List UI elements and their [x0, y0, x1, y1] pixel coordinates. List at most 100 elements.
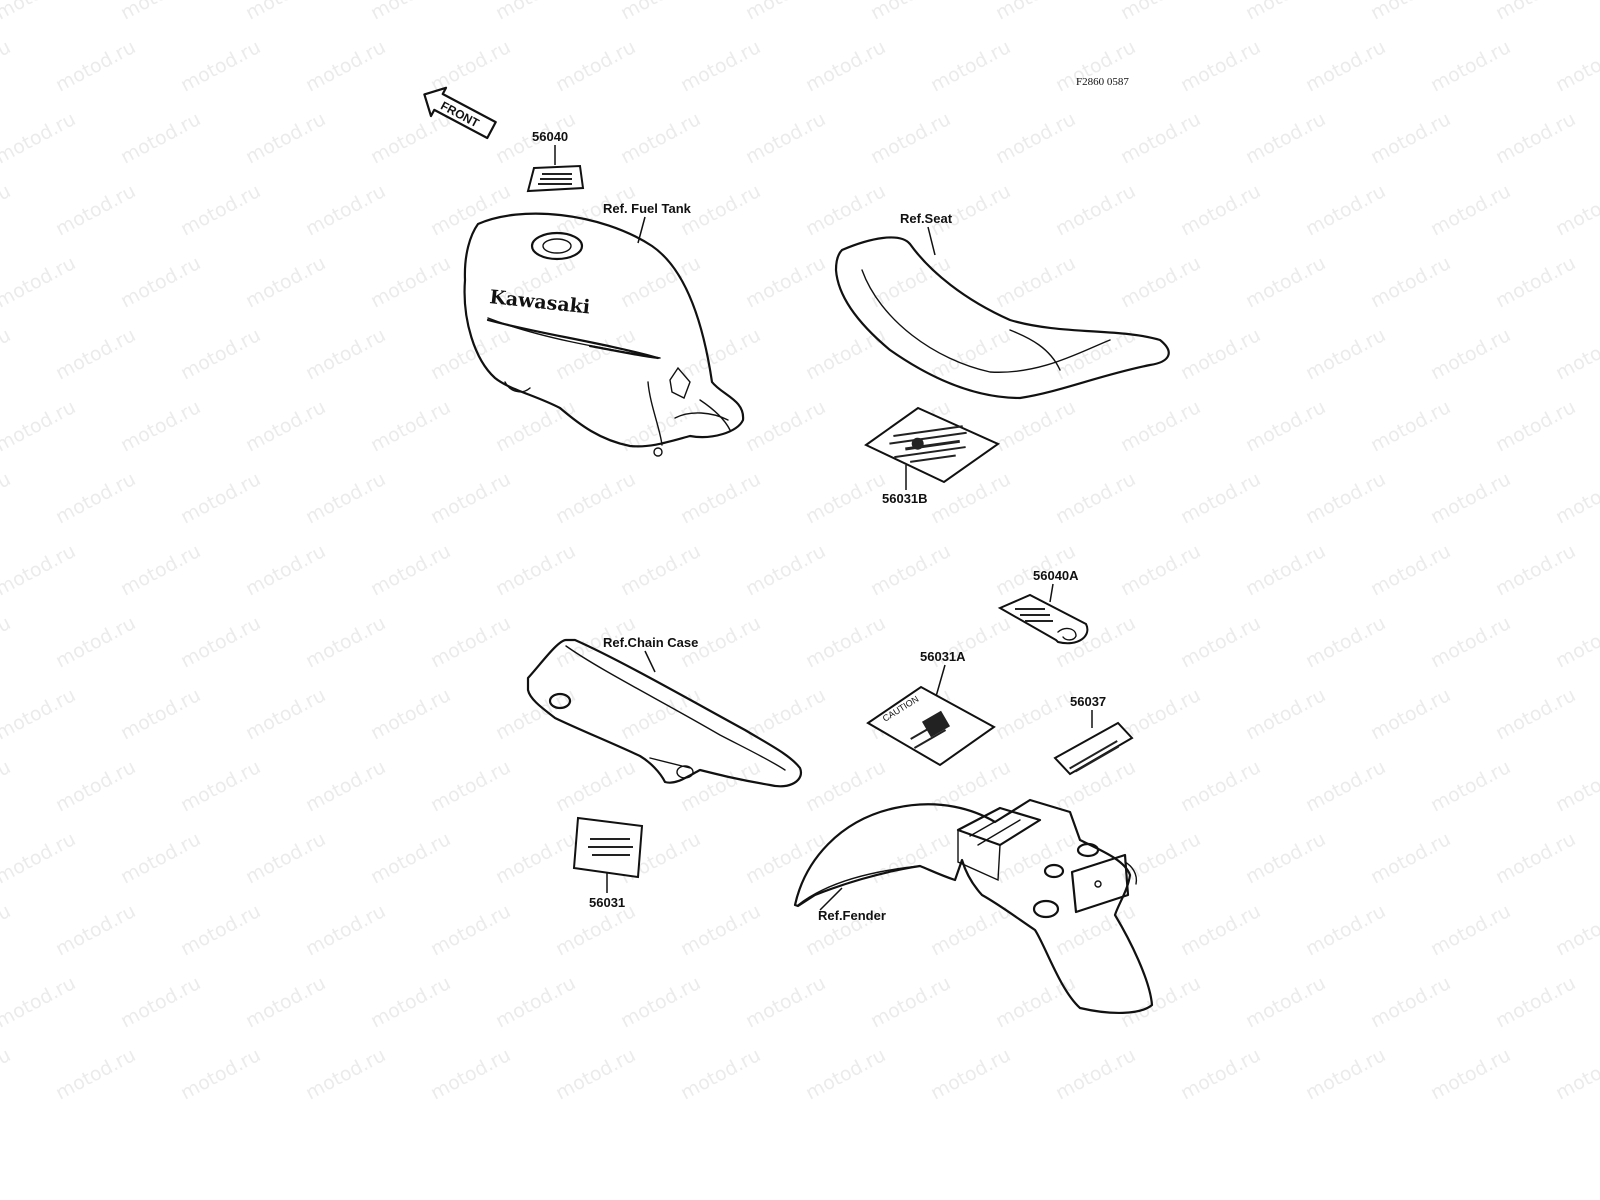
- watermark-text: motod.ru: [242, 972, 329, 1032]
- watermark-text: motod.ru: [867, 0, 954, 24]
- watermark-text: motod.ru: [1552, 900, 1600, 960]
- watermark-text: motod.ru: [1177, 1044, 1264, 1104]
- chain-case: [526, 638, 803, 788]
- watermark-text: motod.ru: [177, 756, 264, 816]
- watermark-text: motod.ru: [1427, 36, 1514, 96]
- watermark-text: motod.ru: [427, 180, 514, 240]
- watermark-text: motod.ru: [117, 396, 204, 456]
- callout-fuel-tank: Ref. Fuel Tank: [603, 201, 692, 216]
- watermark-text: motod.ru: [427, 756, 514, 816]
- watermark-text: motod.ru: [742, 252, 829, 312]
- watermark-text: motod.ru: [177, 36, 264, 96]
- watermark-text: motod.ru: [0, 1044, 14, 1104]
- watermark-text: motod.ru: [802, 36, 889, 96]
- watermark-text: motod.ru: [0, 756, 14, 816]
- watermark-text: motod.ru: [1117, 972, 1204, 1032]
- watermark-text: motod.ru: [1117, 540, 1204, 600]
- watermark-text: motod.ru: [117, 540, 204, 600]
- watermark-text: motod.ru: [1302, 36, 1389, 96]
- watermark-text: motod.ru: [117, 684, 204, 744]
- watermark-text: motod.ru: [367, 540, 454, 600]
- watermark-text: motod.ru: [992, 684, 1079, 744]
- watermark-text: motod.ru: [1177, 612, 1264, 672]
- leader-seat: [927, 226, 936, 256]
- watermark-text: motod.ru: [1302, 756, 1389, 816]
- watermark-text: motod.ru: [1242, 252, 1329, 312]
- watermark-text: motod.ru: [492, 684, 579, 744]
- watermark-text: motod.ru: [0, 540, 79, 600]
- watermark-text: motod.ru: [242, 0, 329, 24]
- watermark-text: motod.ru: [867, 540, 954, 600]
- watermark-text: motod.ru: [0, 684, 79, 744]
- watermark-text: motod.ru: [1367, 828, 1454, 888]
- watermark-text: motod.ru: [927, 900, 1014, 960]
- watermark-text: motod.ru: [52, 468, 139, 528]
- watermark-text: motod.ru: [992, 972, 1079, 1032]
- watermark-text: motod.ru: [677, 900, 764, 960]
- watermark-text: motod.ru: [742, 396, 829, 456]
- watermark-text: motod.ru: [1427, 324, 1514, 384]
- watermark-text: motod.ru: [992, 828, 1079, 888]
- watermark-text: motod.ru: [802, 756, 889, 816]
- watermark-text: motod.ru: [177, 1044, 264, 1104]
- rear-fender: [793, 798, 1154, 1015]
- watermark-text: motod.ru: [552, 1044, 639, 1104]
- watermark-text: motod.ru: [0, 612, 14, 672]
- watermark-text: motod.ru: [367, 0, 454, 24]
- watermark-text: motod.ru: [742, 0, 829, 24]
- watermark-text: motod.ru: [52, 1044, 139, 1104]
- watermark-text: motod.ru: [0, 396, 79, 456]
- watermark-text: motod.ru: [1492, 972, 1579, 1032]
- watermark-text: motod.ru: [677, 756, 764, 816]
- watermark-text: motod.ru: [242, 684, 329, 744]
- watermark-text: motod.ru: [302, 612, 389, 672]
- watermark-text: motod.ru: [1117, 396, 1204, 456]
- watermark-text: motod.ru: [1302, 180, 1389, 240]
- watermark-text: motod.ru: [802, 180, 889, 240]
- watermark-text: motod.ru: [492, 0, 579, 24]
- watermark-text: motod.ru: [1177, 468, 1264, 528]
- watermark-text: motod.ru: [1427, 756, 1514, 816]
- leader-56040A: [1049, 583, 1054, 603]
- callout-56040A: 56040A: [1033, 568, 1079, 583]
- watermark-text: motod.ru: [1552, 180, 1600, 240]
- watermark-text: motod.ru: [617, 972, 704, 1032]
- decal-56040A: [997, 593, 1089, 645]
- watermark-text: motod.ru: [677, 36, 764, 96]
- watermark-text: motod.ru: [427, 36, 514, 96]
- watermark-text: motod.ru: [1492, 396, 1579, 456]
- watermark-text: motod.ru: [427, 900, 514, 960]
- watermark-text: motod.ru: [1177, 36, 1264, 96]
- watermark-text: motod.ru: [927, 36, 1014, 96]
- callout-56031A: 56031A: [920, 649, 966, 664]
- watermark-text: motod.ru: [302, 1044, 389, 1104]
- watermark-text: motod.ru: [992, 396, 1079, 456]
- watermark-text: motod.ru: [492, 972, 579, 1032]
- watermark-text: motod.ru: [177, 612, 264, 672]
- watermark-text: motod.ru: [0, 36, 14, 96]
- watermark-text: motod.ru: [677, 468, 764, 528]
- watermark-text: motod.ru: [367, 828, 454, 888]
- watermark-text: motod.ru: [52, 900, 139, 960]
- watermark-text: motod.ru: [1302, 900, 1389, 960]
- watermark-layer: motod.ru motod.ru motod.ru motod.ru motod.ru…: [0, 0, 1600, 1104]
- watermark-text: motod.ru: [552, 36, 639, 96]
- watermark-text: motod.ru: [367, 972, 454, 1032]
- watermark-text: motod.ru: [492, 396, 579, 456]
- watermark-text: motod.ru: [52, 612, 139, 672]
- watermark-text: motod.ru: [302, 756, 389, 816]
- watermark-text: motod.ru: [52, 180, 139, 240]
- watermark-text: motod.ru: [1242, 684, 1329, 744]
- watermark-text: motod.ru: [177, 468, 264, 528]
- watermark-text: motod.ru: [1427, 180, 1514, 240]
- watermark-text: motod.ru: [1052, 180, 1139, 240]
- watermark-text: motod.ru: [1492, 540, 1579, 600]
- watermark-text: motod.ru: [117, 972, 204, 1032]
- figure-code: F2860 0587: [1076, 76, 1129, 88]
- watermark-text: motod.ru: [117, 252, 204, 312]
- brand-logo: Kawasaki: [488, 286, 591, 318]
- watermark-text: motod.ru: [302, 36, 389, 96]
- watermark-text: motod.ru: [1177, 900, 1264, 960]
- watermark-text: motod.ru: [117, 108, 204, 168]
- watermark-text: motod.ru: [1367, 540, 1454, 600]
